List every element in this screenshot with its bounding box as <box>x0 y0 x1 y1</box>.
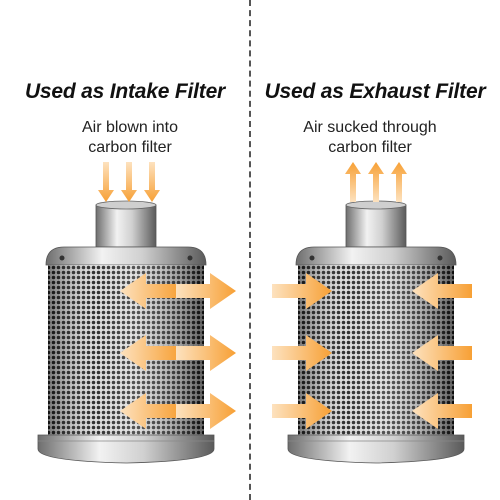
arrow-up-icon <box>391 162 407 202</box>
intake-air-in-arrows <box>98 162 160 202</box>
panel-divider <box>249 0 251 500</box>
arrow-down-icon <box>98 162 114 202</box>
exhaust-description-line-2: carbon filter <box>328 139 412 156</box>
intake-description-line-2: carbon filter <box>88 139 172 156</box>
arrow-down-icon <box>144 162 160 202</box>
intake-description: Air blown into carbon filter <box>5 118 255 158</box>
exhaust-description: Air sucked through carbon filter <box>245 118 495 158</box>
intake-description-line-1: Air blown into <box>81 119 179 136</box>
arrow-up-icon <box>368 162 384 202</box>
intake-air-out-arrows <box>120 273 236 429</box>
intake-title: Used as Intake Filter <box>24 80 226 103</box>
arrow-down-icon <box>121 162 137 202</box>
exhaust-air-out-arrows <box>345 162 407 202</box>
arrow-up-icon <box>345 162 361 202</box>
intake-filter-icon <box>37 200 215 464</box>
exhaust-title: Used as Exhaust Filter <box>264 80 486 103</box>
exhaust-description-line-1: Air sucked through <box>303 119 437 136</box>
